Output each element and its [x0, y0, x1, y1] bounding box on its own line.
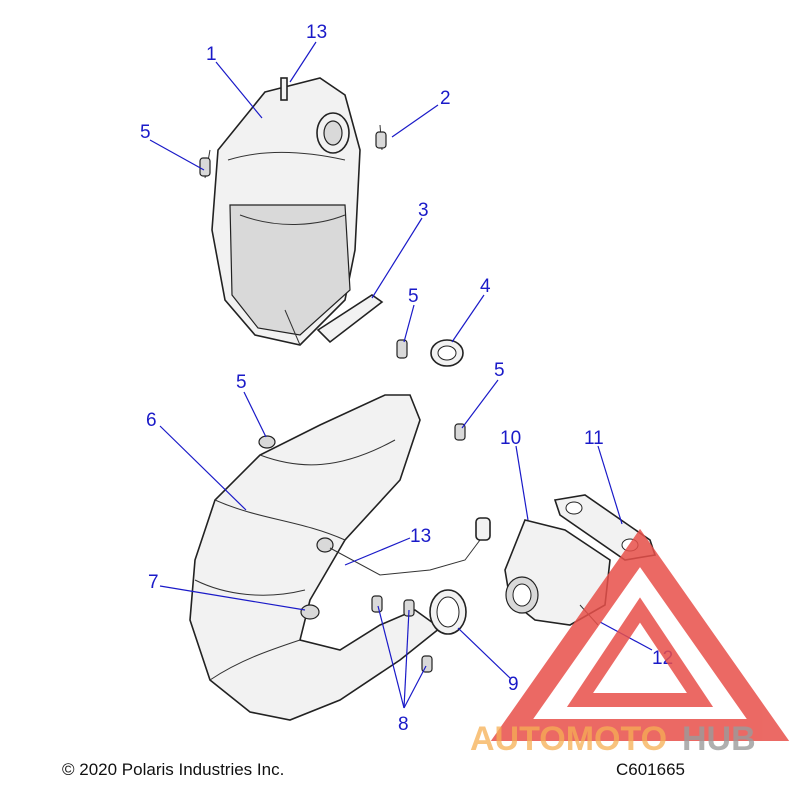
automotohub-watermark: AUTOMOTO HUB: [470, 528, 790, 758]
y-pipe-manifold-part: [504, 519, 611, 626]
callout-13-top: 13: [306, 22, 327, 43]
callout-8: 8: [398, 714, 409, 735]
pipe-springs-part: [371, 595, 433, 673]
copyright-notice: © 2020 Polaris Industries Inc.: [62, 760, 285, 779]
watermark-text-automoto: AUTOMOTO: [470, 720, 667, 758]
callout-9: 9: [508, 674, 519, 695]
gasket-ring-part: [430, 339, 464, 367]
spring-part-right: [375, 124, 387, 151]
callout-4: 4: [480, 276, 491, 297]
callout-7: 7: [148, 572, 159, 593]
spring-part-lower-left: [258, 435, 276, 449]
callout-5-right: 5: [494, 360, 505, 381]
spring-part-center: [396, 339, 408, 359]
callout-1: 1: [206, 44, 217, 65]
oxygen-sensor-part: [329, 517, 491, 576]
callout-5-left: 5: [140, 122, 151, 143]
callout-11: 11: [584, 428, 604, 449]
leader-lines: [149, 41, 653, 709]
figure-code: C601665: [616, 760, 686, 779]
callout-6: 6: [146, 410, 157, 431]
callout-13-lower: 13: [410, 526, 431, 547]
callout-10: 10: [500, 428, 521, 449]
heat-shield-part: [316, 294, 384, 344]
callout-5-center: 5: [408, 286, 419, 307]
callout-2: 2: [440, 88, 451, 109]
callout-3: 3: [418, 200, 429, 221]
spring-part-left: [199, 149, 211, 179]
exhaust-pipe-part: [189, 394, 442, 721]
nut-part: [300, 604, 320, 620]
sensor-stud-top: [280, 77, 288, 101]
muffler-part: [211, 77, 361, 346]
watermark-text-hub: HUB: [682, 720, 756, 758]
flange-ring-part: [429, 589, 467, 635]
callout-5-lower: 5: [236, 372, 247, 393]
